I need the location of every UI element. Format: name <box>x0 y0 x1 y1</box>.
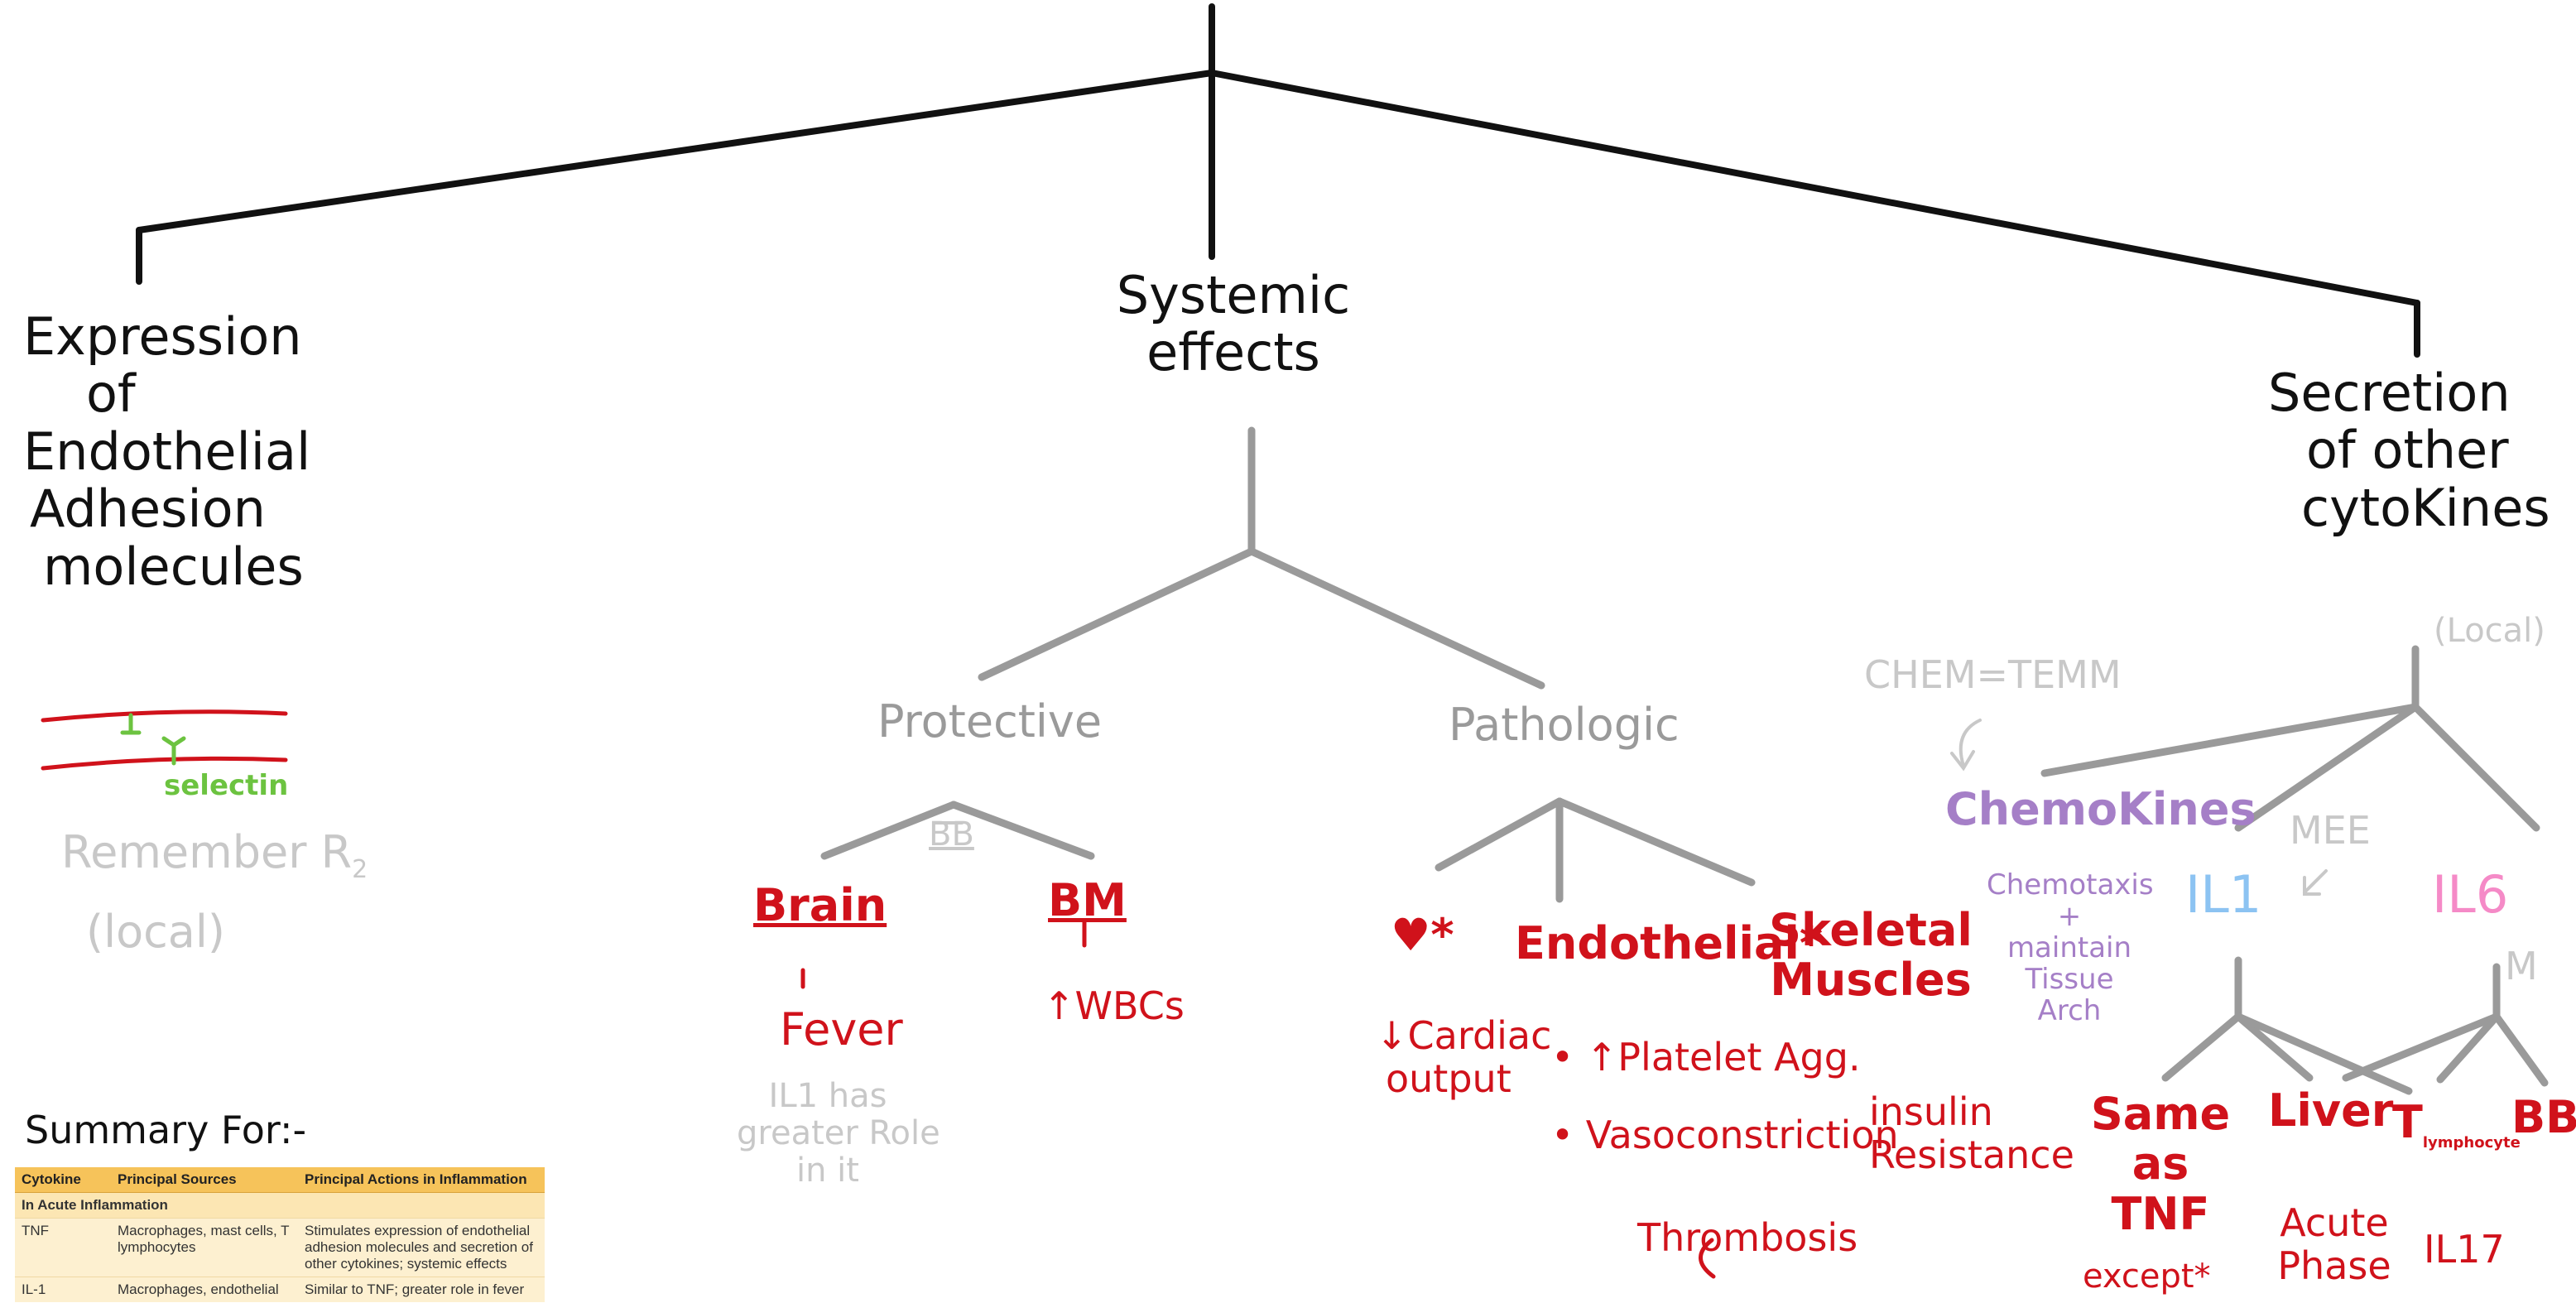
il6-label: IL6 <box>2432 864 2509 925</box>
summary-title: Summary For:- <box>25 1108 307 1152</box>
table-cell: TNF <box>15 1218 111 1277</box>
wbcs-label: ↑WBCs <box>1043 983 1185 1028</box>
bb-label: BB <box>929 815 974 853</box>
chemo-line-2: + <box>2057 900 2082 934</box>
expression-line-4: Adhesion <box>30 478 266 540</box>
cardiac-line-1: ↓Cardiac <box>1376 1013 1552 1058</box>
arrow-markers <box>800 719 2328 1279</box>
secretion-local-note: (Local) <box>2434 612 2545 650</box>
il17-label: IL17 <box>2424 1227 2505 1272</box>
secretion-line-3: cytoKines <box>2301 477 2550 538</box>
expression-local-note: (local) <box>86 906 225 958</box>
chemo-line-3: maintain <box>2006 931 2132 965</box>
vessel-sketch <box>41 709 288 771</box>
m-note: M <box>2505 944 2538 988</box>
same-line-3: TNF <box>2111 1187 2210 1240</box>
il1-label: IL1 <box>2185 864 2262 925</box>
heart-label: ♥* <box>1391 909 1454 961</box>
secretion-line-1: Secretion <box>2268 363 2511 423</box>
il1-note-line-3: in it <box>796 1151 859 1190</box>
endothelial-effect-label: Endothelial* <box>1515 917 1824 969</box>
brain-label: Brain <box>753 879 887 931</box>
table-cell: Similar to TNF; greater role in fever <box>298 1277 545 1302</box>
expression-line-2: of <box>86 363 136 425</box>
section-label: In Acute Inflammation <box>15 1192 545 1219</box>
chemo-line-5: Arch <box>2037 994 2102 1028</box>
remember-note: Remember R2 <box>61 826 368 884</box>
table-header-row: Cytokine Principal Sources Principal Act… <box>15 1167 545 1193</box>
chem-temm-note: CHEM=TEMM <box>1864 652 2122 697</box>
acute-line-1: Acute <box>2280 1200 2389 1245</box>
expression-line-3: Endothelial <box>23 421 311 482</box>
table-cell: IL-1 <box>15 1277 111 1302</box>
header-sources: Principal Sources <box>111 1167 298 1193</box>
mee-note: MEE <box>2290 808 2371 853</box>
cardiac-output-label: ↓Cardiac output <box>1376 1013 1552 1101</box>
bm-label: BM <box>1048 874 1127 926</box>
expression-line-5: molecules <box>43 536 304 597</box>
cardiac-line-2: output <box>1386 1055 1511 1101</box>
chemokine-effects: Chemotaxis + maintain Tissue Arch <box>1987 868 2154 1028</box>
fever-label: Fever <box>780 1003 903 1055</box>
secretion-branch-title: Secretion of other cytoKines <box>2268 363 2550 538</box>
same-as-tnf-label: Same as TNF <box>2078 1089 2243 1239</box>
table-section-row: In Acute Inflammation <box>15 1192 545 1219</box>
same-line-1: Same <box>2090 1088 2231 1140</box>
systemic-line-2: effects <box>1146 322 1320 383</box>
insulin-line-2: Resistance <box>1869 1132 2074 1177</box>
insulin-line-1: insulin <box>1869 1089 1993 1134</box>
t-lymphocyte-label: Tlymphocyte <box>2392 1096 2521 1152</box>
il1-greater-role-note: IL1 has greater Role in it <box>737 1077 940 1190</box>
skeletal-muscles-label: Skeletal Muscles <box>1755 904 1987 1007</box>
chemo-line-4: Tissue <box>2025 963 2114 997</box>
table-cell: Macrophages, endothelial <box>111 1277 298 1302</box>
acute-line-2: Phase <box>2277 1243 2391 1288</box>
remember-subscript: 2 <box>352 854 368 884</box>
systemic-branch-title: Systemic effects <box>1093 267 1374 382</box>
secretion-connectors <box>2040 645 2549 1095</box>
expression-line-1: Expression <box>23 306 302 367</box>
t-letter: T <box>2392 1096 2423 1148</box>
thrombosis-label: Thrombosis <box>1637 1215 1858 1260</box>
skeletal-line-2: Muscles <box>1770 954 1972 1007</box>
t-subscript: lymphocyte <box>2422 1133 2521 1152</box>
vasoconstriction-label: • Vasoconstriction <box>1551 1113 1899 1157</box>
il1-note-line-2: greater Role <box>737 1113 940 1152</box>
remember-text: Remember R <box>61 826 353 878</box>
header-actions: Principal Actions in Inflammation <box>298 1167 545 1193</box>
table-row: TNF Macrophages, mast cells, T lymphocyt… <box>15 1218 545 1277</box>
systemic-connectors <box>820 426 1756 903</box>
expression-branch-title: Expression of Endothelial Adhesion molec… <box>23 306 311 597</box>
header-cytokine: Cytokine <box>15 1167 111 1193</box>
summary-table-container: Cytokine Principal Sources Principal Act… <box>15 1167 553 1303</box>
same-line-2: as <box>2131 1137 2189 1190</box>
insulin-resistance-label: insulin Resistance <box>1869 1089 2074 1177</box>
secretion-line-2: of other <box>2306 420 2509 481</box>
summary-table: Cytokine Principal Sources Principal Act… <box>15 1167 545 1302</box>
platelet-aggregation-label: • ↑Platelet Agg. <box>1551 1035 1861 1079</box>
liver-label: Liver <box>2268 1084 2394 1137</box>
table-cell: Macrophages, mast cells, T lymphocytes <box>111 1218 298 1277</box>
acute-phase-label: Acute Phase <box>2260 1200 2409 1288</box>
except-note: except* <box>2083 1257 2211 1296</box>
pathologic-label: Pathologic <box>1449 699 1680 751</box>
chemo-line-1: Chemotaxis <box>1987 868 2154 902</box>
table-cell: Stimulates expression of endothelial adh… <box>298 1218 545 1277</box>
bb-secretion-label: BB <box>2511 1091 2576 1143</box>
chemokines-label: ChemoKines <box>1945 783 2256 835</box>
table-row: IL-1 Macrophages, endothelial Similar to… <box>15 1277 545 1302</box>
skeletal-line-1: Skeletal <box>1769 904 1973 956</box>
top-connectors <box>136 3 2420 358</box>
il1-note-line-1: IL1 has <box>768 1077 887 1115</box>
selectin-label: selectin <box>164 769 289 802</box>
systemic-line-1: Systemic <box>1116 265 1351 325</box>
protective-label: Protective <box>877 695 1103 748</box>
